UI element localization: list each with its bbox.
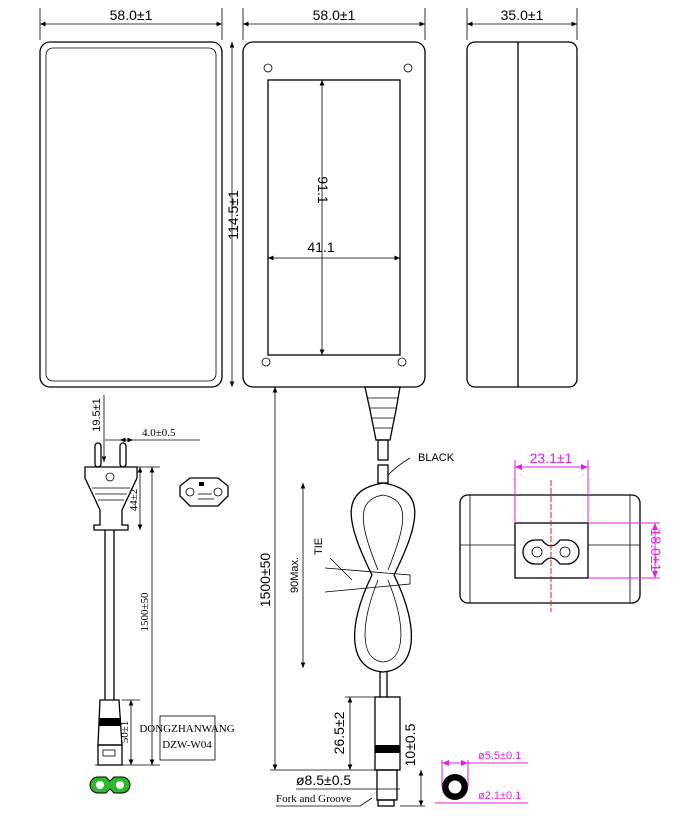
front-width-dim: 58.0±1 [110, 7, 153, 23]
socket-width-dim: 23.1±1 [530, 450, 573, 466]
socket-outline [179, 477, 229, 507]
dc-plug-end-view: ø5.5±0.1 ø2.1±0.1 [435, 750, 528, 804]
label-width-dim: 41.1 [307, 239, 334, 255]
side-depth-dim: 35.0±1 [501, 7, 544, 23]
plug-length-dim: 26.5±2 [331, 711, 347, 754]
socket-height-dim: 18.0±1 [648, 529, 664, 572]
plug-diameter-dim: ø8.5±0.5 [296, 772, 351, 788]
power-cord: 19.5±1 4.0±0.5 44±2 1500±50 50±1 [84, 395, 235, 794]
label-height-dim: 91.1 [315, 176, 331, 203]
front-view: 58.0±1 [39, 7, 223, 388]
tip-length-dim: 10±0.5 [402, 723, 418, 766]
label-brand: DONGZHANWANG [139, 723, 234, 735]
outer-diameter-dim: ø5.5±0.1 [478, 750, 521, 762]
label-model: DZW-W04 [162, 739, 212, 751]
cord-length-dim: 1500±50 [139, 592, 151, 632]
dc-cable: BLACK TIE 90Max. 1500±50 26.5±2 10±0.5 ø… [257, 386, 455, 807]
pin-diameter-dim: 4.0±0.5 [142, 427, 176, 439]
input-end-view: 23.1±1 18.0±1 [459, 450, 664, 612]
side-view: 35.0±1 [466, 7, 578, 388]
total-length-dim: 1500±50 [257, 553, 273, 608]
back-view: 58.0±1 91.1 41.1 [242, 7, 426, 388]
inner-diameter-dim: ø2.1±0.1 [478, 790, 521, 802]
height-dim: 114.5±1 [225, 190, 241, 240]
fork-groove-note: Fork and Groove [276, 793, 351, 805]
cable-color-label: BLACK [418, 452, 455, 464]
cord-label-tag: DONGZHANWANG DZW-W04 [139, 715, 235, 761]
bundle-length-dim: 90Max. [289, 557, 301, 593]
height-dimension: 114.5±1 [225, 42, 241, 387]
pin-length-dim: 19.5±1 [91, 398, 103, 432]
tie-label: TIE [313, 538, 325, 555]
back-width-dim: 58.0±1 [313, 7, 356, 23]
plug-length-dim: 44±2 [128, 489, 140, 512]
c7-connector-face [89, 776, 131, 794]
connector-length-dim: 50±1 [119, 721, 131, 744]
